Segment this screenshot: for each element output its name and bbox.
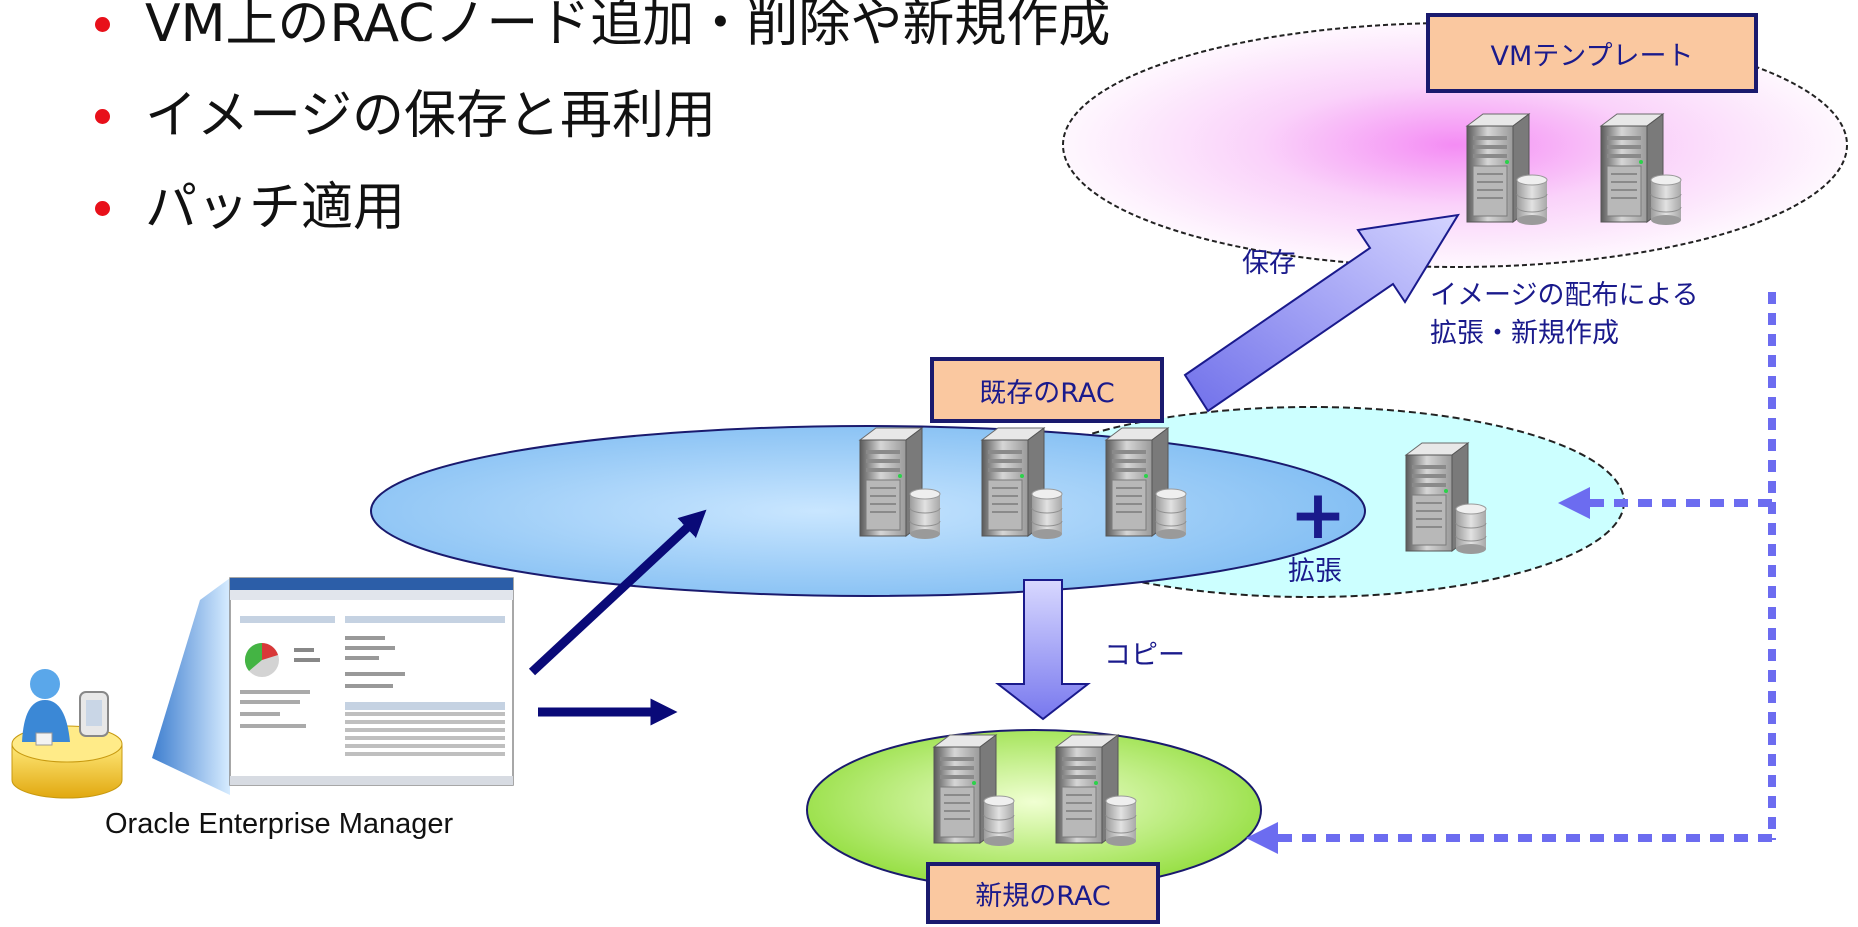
oem-to-existing-rac-arrow	[528, 509, 707, 676]
oem-screen-projection	[152, 578, 230, 795]
bullet-text: イメージの保存と再利用	[145, 86, 716, 146]
bullet-item: パッチ適用	[95, 162, 1110, 254]
bullet-item: イメージの保存と再利用	[95, 70, 1110, 162]
expand-label: 拡張	[1288, 556, 1342, 587]
save-arrow	[1183, 213, 1460, 413]
distribution-label-line1: イメージの配布による	[1430, 280, 1699, 311]
vm-template-box: VMテンプレート	[1426, 13, 1758, 93]
bullet-text: VM上のRACノード追加・削除や新規作成	[145, 0, 1111, 54]
oem-console-screenshot	[229, 577, 514, 786]
oem-label: Oracle Enterprise Manager	[105, 808, 454, 840]
save-label: 保存	[1242, 248, 1296, 279]
copy-label: コピー	[1104, 640, 1185, 671]
bullet-dot	[95, 17, 110, 32]
distribution-label-line2: 拡張・新規作成	[1430, 318, 1619, 349]
oem-user-icon	[11, 669, 123, 799]
bullet-dot	[95, 109, 110, 124]
existing-rac-box: 既存のRAC	[930, 357, 1164, 423]
bullet-dot	[95, 201, 110, 216]
plus-sign: +	[1290, 476, 1347, 555]
copy-arrow	[995, 579, 1091, 721]
feature-bullet-list: VM上のRACノード追加・削除や新規作成 イメージの保存と再利用 パッチ適用	[95, 0, 1110, 254]
new-rac-box: 新規のRAC	[926, 862, 1160, 924]
bullet-item: VM上のRACノード追加・削除や新規作成	[95, 0, 1110, 70]
bullet-text: パッチ適用	[145, 178, 406, 238]
